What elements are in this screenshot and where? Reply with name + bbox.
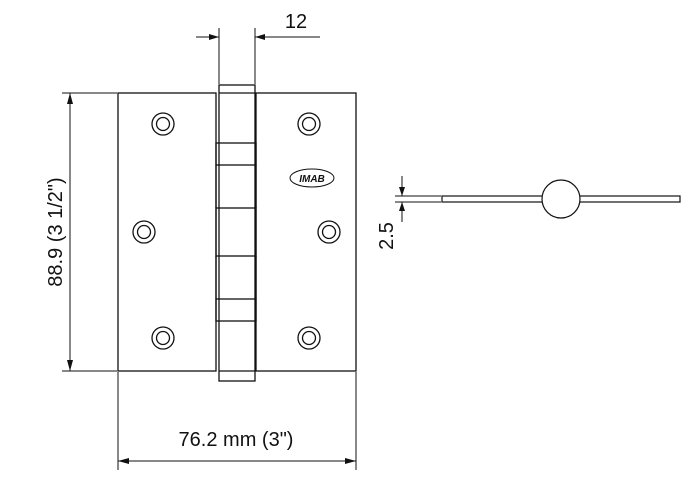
arrow-height-top bbox=[67, 93, 73, 104]
hinge-front-view bbox=[117, 84, 357, 382]
logo-oval bbox=[289, 168, 335, 188]
hinge-side-view bbox=[441, 179, 681, 219]
dim-width-label: 76.2 mm (3") bbox=[179, 429, 294, 451]
arrow-knuckle-left bbox=[209, 34, 219, 40]
screw-holes-left bbox=[132, 112, 175, 350]
knuckle-segments bbox=[215, 92, 257, 372]
dim-height-label: 88.9 (3 1/2") bbox=[45, 177, 67, 286]
arrow-width-left bbox=[118, 458, 129, 464]
arrow-thickness-bottom bbox=[399, 202, 405, 211]
arrow-thickness-top bbox=[399, 187, 405, 196]
dim-thickness-label: 2.5 bbox=[376, 222, 398, 250]
dim-thickness bbox=[395, 176, 441, 222]
knuckle-barrel bbox=[218, 84, 256, 382]
dim-knuckle-width-label: 12 bbox=[285, 11, 307, 33]
side-knuckle bbox=[541, 179, 581, 219]
arrow-width-right bbox=[345, 458, 356, 464]
logo-text: IMAB bbox=[299, 174, 325, 185]
arrow-knuckle-right bbox=[255, 34, 265, 40]
dim-width bbox=[117, 372, 357, 470]
dim-height bbox=[62, 92, 117, 372]
screw-holes-right bbox=[297, 112, 341, 350]
arrow-height-bottom bbox=[67, 360, 73, 371]
